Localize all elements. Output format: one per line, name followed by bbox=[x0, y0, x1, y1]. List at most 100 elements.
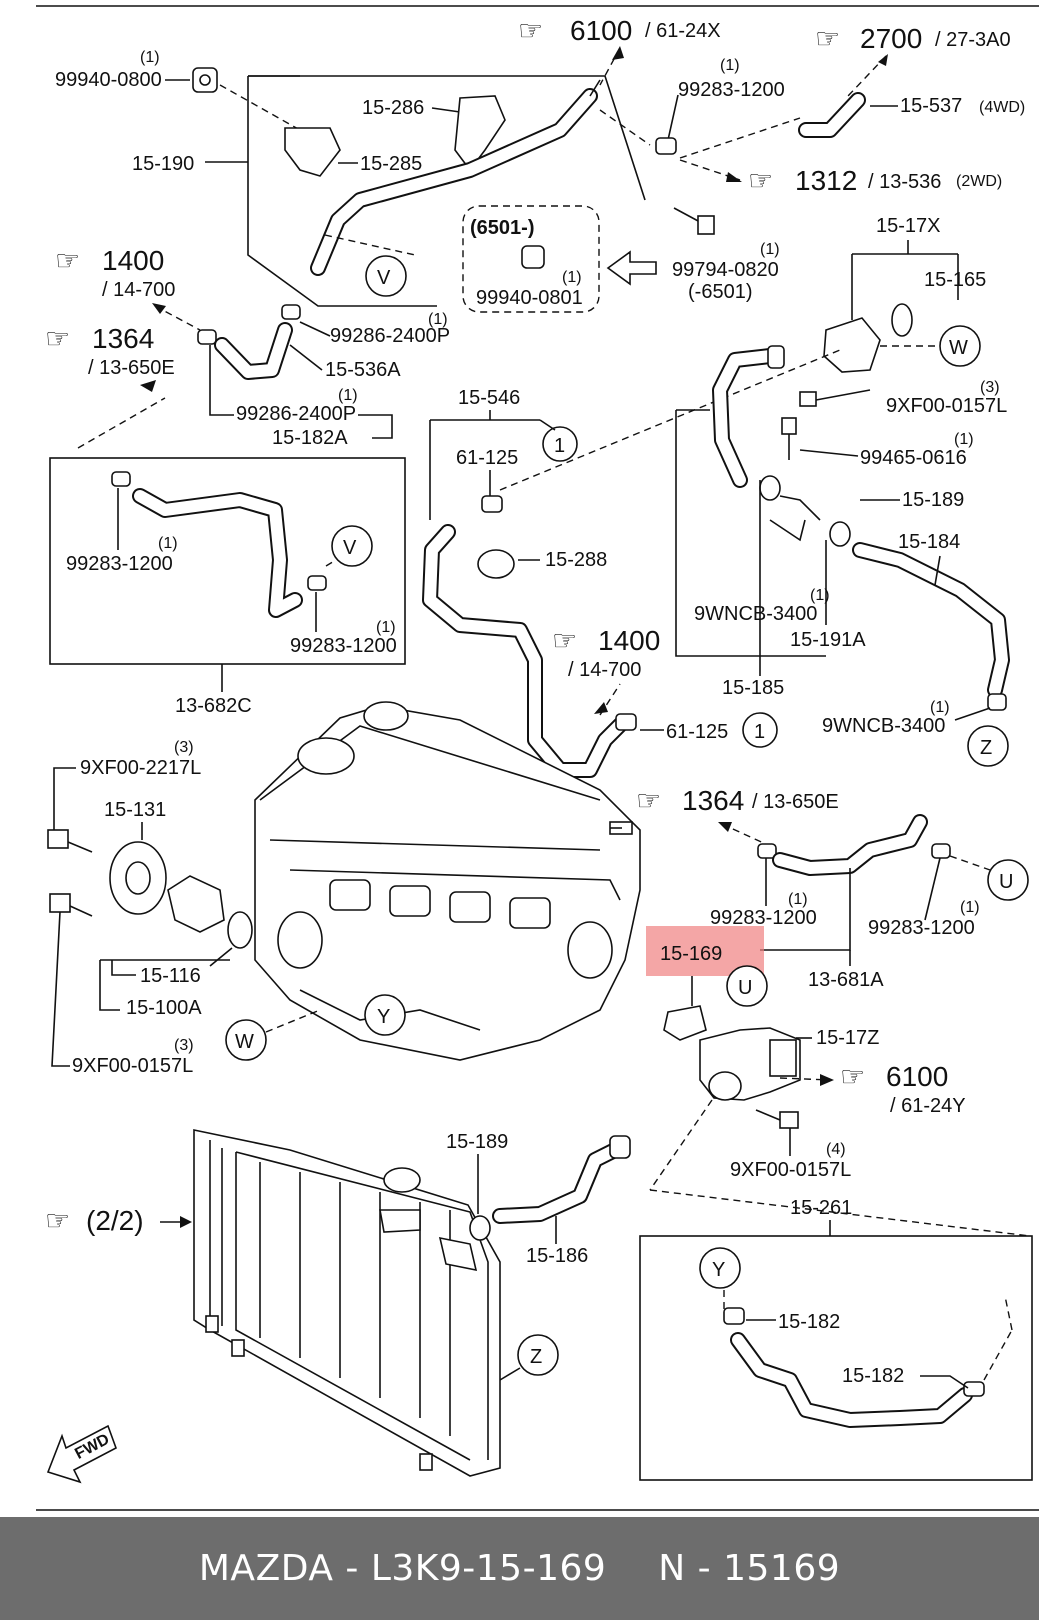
water-pump-icon bbox=[167, 875, 225, 933]
marker-y bbox=[699, 1247, 741, 1289]
svg-text:(4): (4) bbox=[826, 1141, 846, 1158]
svg-text:(2/2): (2/2) bbox=[86, 1205, 144, 1236]
svg-text:/ 14-700: / 14-700 bbox=[568, 659, 641, 681]
svg-text:/ 27-3A0: / 27-3A0 bbox=[935, 29, 1011, 51]
callout-2-2: ☞ (2/2) bbox=[45, 1205, 192, 1236]
svg-text:9XF00-0157L: 9XF00-0157L bbox=[886, 395, 1007, 417]
svg-text:(1): (1) bbox=[562, 269, 582, 286]
label-61-125: 61-125 bbox=[456, 447, 518, 469]
svg-text:99286-2400P: 99286-2400P bbox=[236, 403, 356, 425]
marker-z bbox=[967, 725, 1009, 767]
svg-text:99283-1200: 99283-1200 bbox=[710, 907, 817, 929]
label-15-182: 15-182 bbox=[778, 1311, 840, 1333]
group-water-pump: (3) 9XF00-2217L 15-131 15-116 15-100A (3… bbox=[47, 739, 321, 1077]
label-15-285: 15-285 bbox=[360, 153, 422, 175]
label-15-190: 15-190 bbox=[132, 153, 194, 175]
svg-text:1: 1 bbox=[754, 721, 765, 743]
callout-6100-bottom: ☞ 6100 / 61-24Y bbox=[840, 1061, 966, 1117]
callout-1364-left: ☞ 1364 / 13-650E bbox=[45, 323, 175, 449]
bolt-99794-0820: (1) 99794-0820 (-6501) bbox=[672, 207, 780, 303]
svg-text:☞: ☞ bbox=[45, 323, 70, 354]
callout-2700: ☞ 2700 / 27-3A0 bbox=[815, 23, 1011, 97]
engine-block: Y bbox=[254, 701, 641, 1061]
marker-1 bbox=[542, 426, 578, 462]
svg-text:(-6501): (-6501) bbox=[688, 281, 752, 303]
svg-text:(1): (1) bbox=[158, 535, 178, 552]
svg-text:☞: ☞ bbox=[552, 625, 577, 656]
svg-text:(1): (1) bbox=[788, 891, 808, 908]
clamp-icon bbox=[197, 329, 217, 345]
marker-w bbox=[225, 1019, 267, 1061]
svg-text:☞: ☞ bbox=[748, 165, 773, 196]
marker-z bbox=[517, 1334, 559, 1376]
label-15-182: 15-182 bbox=[842, 1365, 904, 1387]
svg-text:99940-0801: 99940-0801 bbox=[476, 287, 583, 309]
label-15-286: 15-286 bbox=[362, 97, 424, 119]
svg-text:9XF00-2217L: 9XF00-2217L bbox=[80, 757, 201, 779]
label-15-185: 15-185 bbox=[722, 677, 784, 699]
marker-w bbox=[939, 325, 981, 367]
marker-v bbox=[331, 525, 373, 567]
label-15-191A: 15-191A bbox=[790, 629, 866, 651]
svg-text:9XF00-0157L: 9XF00-0157L bbox=[730, 1159, 851, 1181]
label-13-682C: 13-682C bbox=[175, 695, 252, 717]
clamp-icon bbox=[615, 713, 637, 731]
clamp-icon bbox=[469, 1215, 491, 1241]
marker-u bbox=[726, 965, 768, 1007]
label-15-186: 15-186 bbox=[526, 1245, 588, 1267]
bracket-15-285 bbox=[284, 127, 341, 177]
callout-1400-left: ☞ 1400 / 14-700 bbox=[55, 245, 201, 331]
radiator: Z bbox=[193, 1129, 559, 1477]
group-15-190: (1) 99940-0800 15-190 15-286 15-285 V bbox=[55, 49, 646, 307]
svg-text:99283-1200: 99283-1200 bbox=[290, 635, 397, 657]
callout-1364-right: ☞ 1364 / 13-650E bbox=[636, 785, 839, 847]
marker-y bbox=[364, 994, 406, 1036]
gasket-15-169 bbox=[663, 1005, 707, 1041]
svg-text:U: U bbox=[738, 977, 752, 999]
clamp-icon bbox=[829, 521, 851, 547]
label-15-182A: 15-182A bbox=[272, 427, 348, 449]
svg-text:Y: Y bbox=[712, 1259, 725, 1281]
label-15-169: 15-169 bbox=[660, 943, 722, 965]
label-15-131: 15-131 bbox=[104, 799, 166, 821]
label-13-681A: 13-681A bbox=[808, 969, 884, 991]
svg-text:9WNCB-3400: 9WNCB-3400 bbox=[822, 715, 945, 737]
callout-1400-mid: ☞ 1400 / 14-700 bbox=[552, 625, 660, 716]
svg-text:☞: ☞ bbox=[55, 245, 80, 276]
svg-text:/ 13-536: / 13-536 bbox=[868, 171, 941, 193]
footer-ref-number: N - 15169 bbox=[658, 1548, 841, 1589]
svg-text:(1): (1) bbox=[930, 699, 950, 716]
label-99283-1200: 99283-1200 bbox=[678, 79, 785, 101]
svg-text:6100: 6100 bbox=[886, 1061, 948, 1092]
svg-text:(1): (1) bbox=[376, 619, 396, 636]
oil-cap-icon bbox=[363, 701, 409, 731]
svg-text:6100: 6100 bbox=[570, 15, 632, 46]
svg-text:99286-2400P: 99286-2400P bbox=[330, 325, 450, 347]
group-15-546: 15-546 1 61-125 15-288 61-125 1 bbox=[422, 349, 841, 778]
label-61-125: 61-125 bbox=[666, 721, 728, 743]
svg-text:2700: 2700 bbox=[860, 23, 922, 54]
group-15-185: (3) 9XF00-0157L (1) 99465-0616 15-189 15… bbox=[675, 345, 1010, 767]
clamp-icon bbox=[759, 475, 781, 501]
svg-text:☞: ☞ bbox=[815, 23, 840, 54]
gasket-icon bbox=[227, 911, 253, 949]
box-13-682C: V (1) 99283-1200 (1) 99283-1200 bbox=[49, 457, 406, 665]
radiator-cap-icon bbox=[383, 1167, 421, 1193]
clamp-icon bbox=[281, 304, 301, 320]
svg-text:1364: 1364 bbox=[682, 785, 744, 816]
bracket-15-286 bbox=[454, 95, 506, 172]
highlight-15-169: 15-169 U bbox=[646, 926, 768, 1041]
svg-text:/ 13-650E: / 13-650E bbox=[752, 791, 839, 813]
svg-text:V: V bbox=[377, 267, 391, 289]
label-15-189: 15-189 bbox=[902, 489, 964, 511]
footer-part-number: MAZDA - L3K9-15-169 bbox=[198, 1548, 607, 1589]
clamp-icon bbox=[963, 1381, 985, 1397]
svg-text:V: V bbox=[343, 537, 357, 559]
svg-text:(6501-): (6501-) bbox=[470, 217, 534, 239]
svg-text:(1): (1) bbox=[954, 431, 974, 448]
group-15-186: 15-189 15-186 bbox=[446, 1131, 631, 1267]
svg-text:Y: Y bbox=[377, 1006, 390, 1028]
label-15-184: 15-184 bbox=[898, 531, 960, 553]
svg-text:(2WD): (2WD) bbox=[956, 173, 1002, 190]
marker-u bbox=[987, 859, 1029, 901]
